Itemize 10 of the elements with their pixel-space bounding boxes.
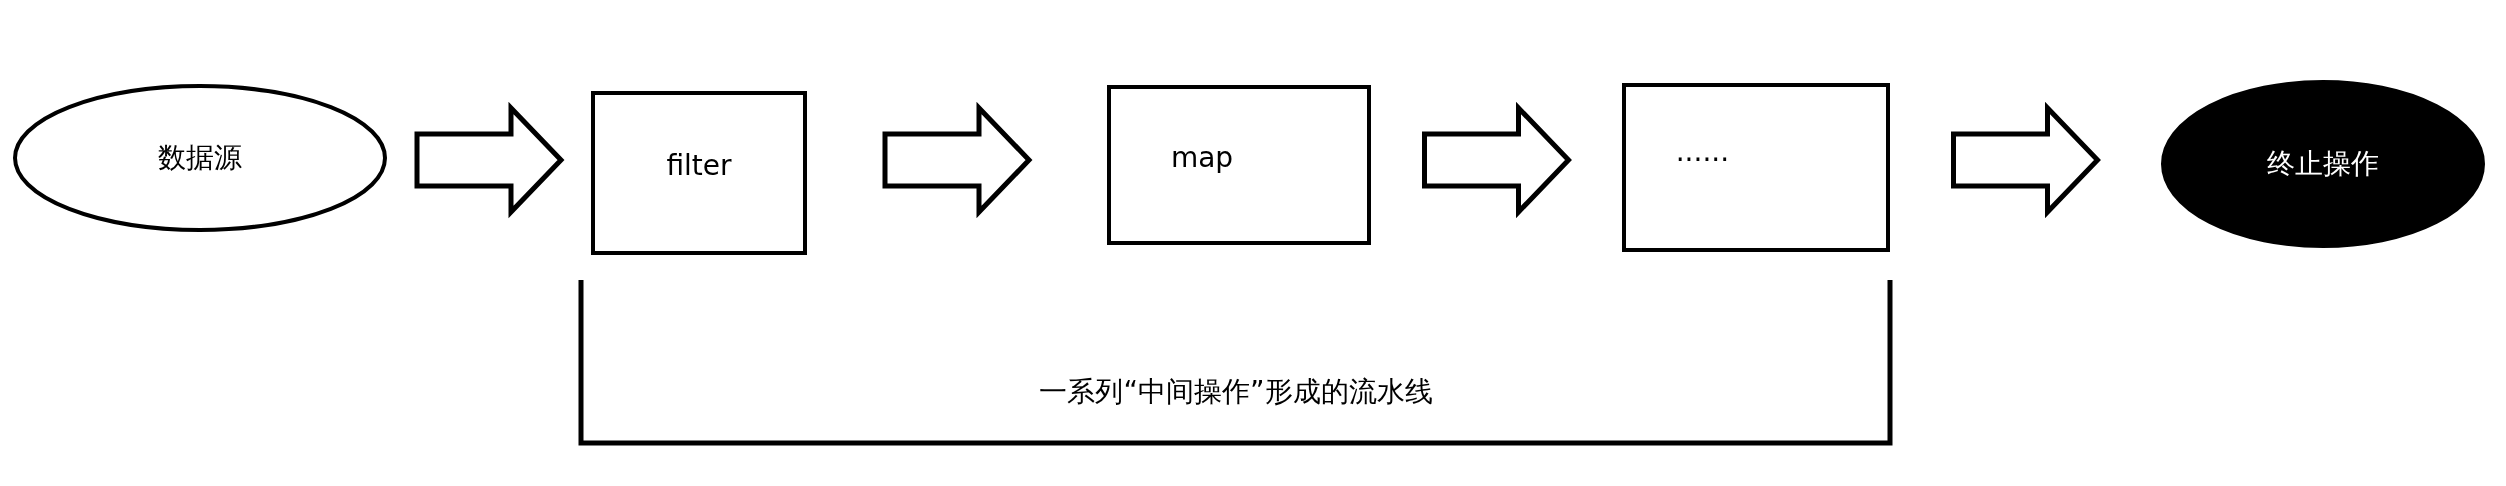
block-arrow [1422, 101, 1572, 219]
node-label: 终止操作 [2267, 146, 2379, 182]
node-label: ...... [1675, 134, 1730, 168]
block-arrow [882, 101, 1033, 219]
node-label: map [1170, 140, 1234, 174]
node-label: 数据源 [158, 140, 242, 176]
block-arrow [1951, 101, 2101, 219]
bracket-label: 一系列“中间操作”形成的流水线 [1039, 374, 1433, 410]
node-label: filter [666, 148, 732, 182]
block-arrow [414, 101, 565, 219]
